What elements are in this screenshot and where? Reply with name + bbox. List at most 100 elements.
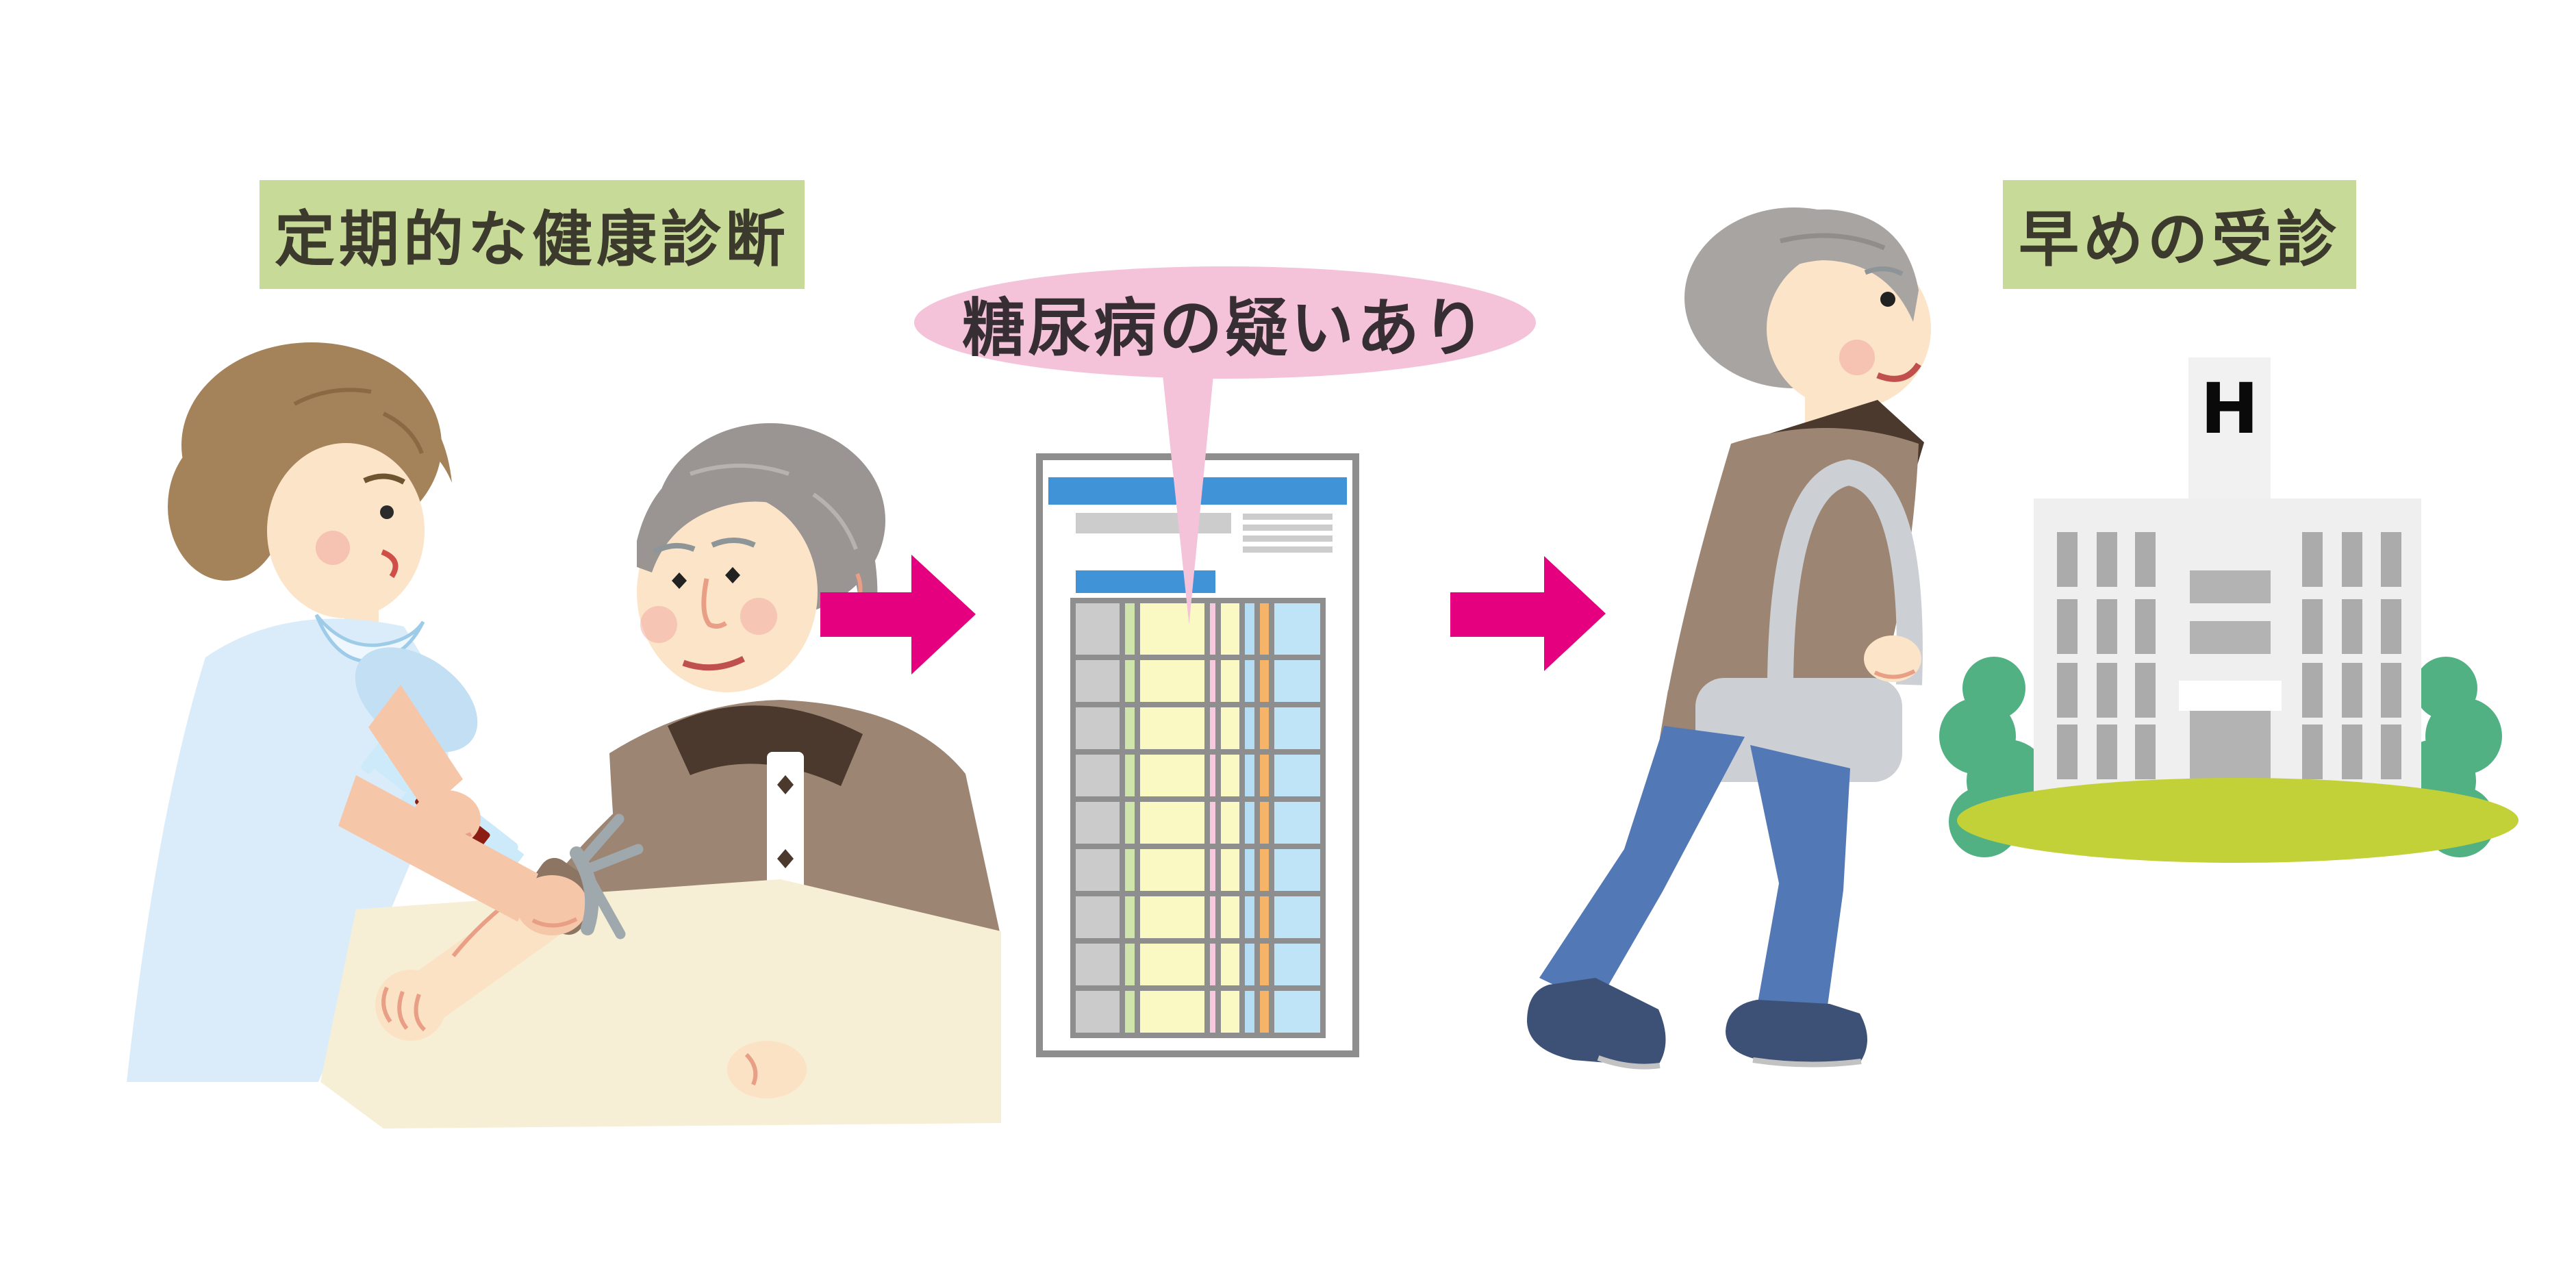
report-table-cell <box>1274 896 1320 938</box>
report-table-cell <box>1260 707 1269 749</box>
report-table-cell <box>1140 849 1204 891</box>
hospital-icon <box>1939 357 2518 863</box>
report-table-cell <box>1260 849 1269 891</box>
report-table-cell <box>1260 603 1269 655</box>
report-table-cell <box>1221 755 1239 796</box>
report-table-cell <box>1140 603 1204 655</box>
report-table-cell <box>1076 849 1120 891</box>
report-table-cell <box>1221 849 1239 891</box>
walking-patient-eye <box>1880 292 1895 307</box>
report-table-cell <box>1245 944 1254 985</box>
caption-early-visit: 早めの受診 <box>2003 180 2356 289</box>
report-table-cell <box>1210 603 1215 655</box>
patient-face <box>637 492 818 692</box>
report-table-cell <box>1140 660 1204 702</box>
report-text-line <box>1243 535 1333 542</box>
caption-regular-checkup: 定期的な健康診断 <box>260 180 805 289</box>
report-table-cell <box>1274 755 1320 796</box>
report-table-cell <box>1076 802 1120 844</box>
report-table-cell <box>1125 849 1135 891</box>
report-table-cell <box>1260 991 1269 1033</box>
report-table-cell <box>1125 896 1135 938</box>
hospital-tower <box>2188 357 2271 508</box>
report-table-cell <box>1125 755 1135 796</box>
report-table-cell <box>1260 944 1269 985</box>
report-table-cell <box>1260 896 1269 938</box>
report-table-cell <box>1140 944 1204 985</box>
health-report-document <box>1036 453 1359 1057</box>
report-table-cell <box>1274 660 1320 702</box>
report-table-cell <box>1125 707 1135 749</box>
report-table-cell <box>1221 896 1239 938</box>
report-text-line <box>1243 525 1333 531</box>
report-table-cell <box>1076 707 1120 749</box>
report-table-cell <box>1076 896 1120 938</box>
nurse-illustration <box>127 342 478 1082</box>
report-table <box>1070 598 1326 1038</box>
hospital-windows <box>2057 532 2401 779</box>
report-table-cell <box>1210 991 1215 1033</box>
report-table-cell <box>1245 896 1254 938</box>
report-table-cell <box>1125 991 1135 1033</box>
walking-patient-face <box>1767 248 1931 409</box>
hospital-sign: H <box>2200 368 2259 450</box>
nurse-arms <box>338 685 588 935</box>
report-table-cell <box>1221 603 1239 655</box>
report-table-cell <box>1125 660 1135 702</box>
speech-bubble-text: 糖尿病の疑いあり <box>961 291 1488 365</box>
report-table-cell <box>1245 660 1254 702</box>
nurse-uniform <box>127 618 449 1082</box>
report-table-cell <box>1210 755 1215 796</box>
report-table-cell <box>1140 991 1204 1033</box>
report-table-cell <box>1221 660 1239 702</box>
report-text-line <box>1243 514 1333 520</box>
report-table-cell <box>1125 603 1135 655</box>
report-table-cell <box>1076 991 1120 1033</box>
report-table-cell <box>1245 991 1254 1033</box>
report-table-cell <box>1125 802 1135 844</box>
flow-arrow-icon <box>1450 556 1606 671</box>
report-table-cell <box>1210 944 1215 985</box>
shoe-icon <box>1527 978 1666 1067</box>
patient-eye <box>725 567 740 583</box>
report-table-cell <box>1221 707 1239 749</box>
report-table-cell <box>1140 755 1204 796</box>
grass <box>1957 778 2518 863</box>
report-table-cell <box>1274 991 1320 1033</box>
jeans-front-leg <box>1750 745 1850 1011</box>
report-table-cell <box>1274 944 1320 985</box>
report-table-cell <box>1221 991 1239 1033</box>
report-table-cell <box>1210 849 1215 891</box>
report-table-cell <box>1245 707 1254 749</box>
report-table-cell <box>1125 944 1135 985</box>
speech-bubble: 糖尿病の疑いあり <box>914 266 1536 379</box>
bag-strap <box>1767 459 1923 713</box>
flow-arrow-icon <box>820 555 976 674</box>
shoulder-bag-icon <box>1695 678 1902 782</box>
report-table-cell <box>1210 896 1215 938</box>
nurse-eye <box>380 505 394 519</box>
report-table-cell <box>1076 755 1120 796</box>
report-table-cell <box>1245 849 1254 891</box>
report-section-bar <box>1076 570 1215 593</box>
walking-patient-illustration <box>1527 207 1931 1070</box>
caption-early-visit-label: 早めの受診 <box>2018 204 2340 275</box>
report-table-cell <box>1221 802 1239 844</box>
report-table-cell <box>1260 755 1269 796</box>
report-table-cell <box>1210 707 1215 749</box>
jeans-back-leg <box>1539 726 1745 1005</box>
report-table-cell <box>1140 802 1204 844</box>
report-text-line <box>1243 546 1333 553</box>
report-table-cell <box>1245 755 1254 796</box>
shoe-icon <box>1726 1000 1867 1063</box>
report-table-cell <box>1260 802 1269 844</box>
report-table-cell <box>1245 603 1254 655</box>
report-table-cell <box>1221 944 1239 985</box>
report-table-cell <box>1274 707 1320 749</box>
report-table-cell <box>1076 603 1120 655</box>
report-table-cell <box>1274 802 1320 844</box>
caption-regular-checkup-label: 定期的な健康診断 <box>274 204 790 275</box>
report-table-cell <box>1140 896 1204 938</box>
